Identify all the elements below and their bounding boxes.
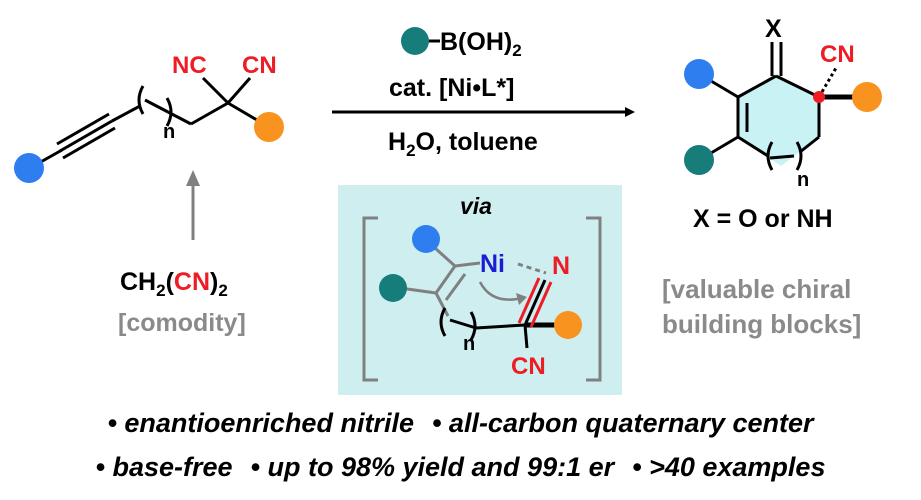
feature-list-row-1: • enantioenriched nitrile • all-carbon qu… bbox=[0, 408, 921, 439]
ni-atom-label: Ni bbox=[480, 250, 505, 278]
intermediate-chain-bracket-left bbox=[439, 307, 447, 337]
feature-item: • base-free bbox=[95, 452, 233, 482]
blue-substituent-sphere bbox=[14, 153, 44, 183]
substrate-nc-label: NC bbox=[172, 52, 207, 79]
feature-item: • enantioenriched nitrile bbox=[107, 408, 414, 438]
curved-arrowhead bbox=[516, 293, 527, 305]
ring-bond bbox=[775, 74, 820, 99]
bond bbox=[111, 104, 141, 123]
bond bbox=[201, 76, 230, 105]
teal-boronic-sphere bbox=[401, 27, 429, 55]
right-square-bracket bbox=[586, 216, 602, 382]
feature-item: • up to 98% yield and 99:1 er bbox=[250, 452, 615, 482]
migratory-insertion-arrow bbox=[478, 281, 523, 301]
x-atom-label: X bbox=[765, 15, 782, 43]
ring-bond bbox=[737, 135, 769, 158]
via-label: via bbox=[460, 193, 492, 219]
triple-bond bbox=[62, 126, 116, 160]
teal-substituent-sphere bbox=[684, 145, 714, 175]
nitrile-n-label: N bbox=[552, 252, 570, 280]
nitrile-triple-bond bbox=[517, 277, 541, 324]
blue-substituent-sphere bbox=[412, 225, 440, 253]
feedstock-arrowhead bbox=[186, 170, 200, 186]
bond bbox=[167, 110, 192, 126]
solvent-label: H2O, toluene bbox=[388, 128, 538, 160]
catalyst-label: cat. [Ni•L*] bbox=[389, 74, 514, 102]
bond bbox=[190, 101, 229, 126]
malononitrile-formula: CH2(CN)2 bbox=[120, 268, 228, 300]
double-bond bbox=[434, 265, 457, 294]
ring-bond bbox=[737, 74, 777, 99]
stereocenter-dot bbox=[813, 91, 825, 103]
chain-bracket-left bbox=[137, 85, 145, 115]
bond bbox=[226, 77, 252, 104]
double-bond bbox=[444, 273, 467, 301]
commodity-note: [comodity] bbox=[118, 309, 246, 337]
orange-substituent-sphere bbox=[254, 112, 284, 142]
substrate-cn-label: CN bbox=[242, 52, 277, 79]
nitrile-triple-bond bbox=[523, 279, 547, 326]
triple-bond bbox=[56, 112, 110, 146]
feature-list-row-2: • base-free • up to 98% yield and 99:1 er… bbox=[0, 452, 921, 483]
nitrile-triple-bond bbox=[529, 281, 553, 328]
product-chain-bracket-right bbox=[795, 141, 803, 171]
ring-bond bbox=[769, 154, 795, 160]
chain-n-label: n bbox=[163, 121, 175, 143]
intermediate-n-label: n bbox=[463, 333, 475, 355]
blue-substituent-sphere bbox=[684, 59, 714, 89]
feature-item: • all-carbon quaternary center bbox=[431, 408, 814, 438]
teal-substituent-sphere bbox=[379, 274, 407, 302]
left-square-bracket bbox=[362, 216, 378, 382]
ni-n-coordination bbox=[517, 262, 547, 275]
product-cn-label: CN bbox=[820, 41, 855, 68]
bond bbox=[144, 98, 169, 114]
bond bbox=[523, 324, 529, 349]
feature-item: • >40 examples bbox=[632, 452, 826, 482]
boronic-acid-label: B(OH)2 bbox=[440, 28, 522, 60]
product-note-line1: [valuable chiral bbox=[662, 274, 851, 304]
orange-substituent-sphere bbox=[852, 82, 882, 112]
intermediate-cn-label: CN bbox=[511, 353, 546, 380]
product-n-label: n bbox=[797, 169, 809, 191]
bond bbox=[449, 318, 477, 330]
bond bbox=[475, 323, 526, 330]
bond bbox=[454, 261, 481, 268]
triple-bond bbox=[59, 119, 113, 153]
substrate-structure: n NC CN bbox=[14, 52, 284, 183]
intermediate-chain-bracket-right bbox=[469, 311, 477, 341]
orange-substituent-sphere bbox=[554, 311, 582, 339]
ring-bond bbox=[799, 135, 820, 154]
product-caption: X = O or NH bbox=[693, 205, 833, 233]
product-note-line2: building blocks] bbox=[662, 309, 861, 339]
bond bbox=[434, 292, 450, 317]
